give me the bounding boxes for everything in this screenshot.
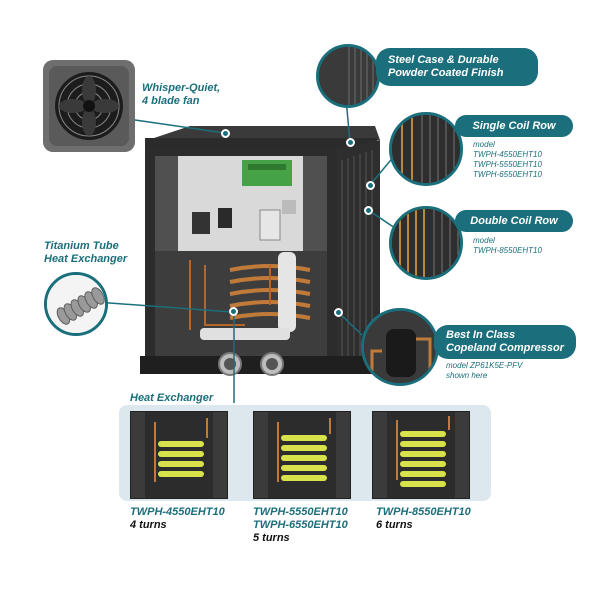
compressor-model-line: model ZP61K5E-PFV xyxy=(446,361,523,370)
heat-pump-unit xyxy=(140,126,385,376)
titanium-callout: Titanium Tube Heat Exchanger xyxy=(44,240,127,266)
titanium-line2: Heat Exchanger xyxy=(44,253,128,265)
single-coil-model-2: TWPH-5550EHT10 xyxy=(473,160,542,169)
variant-2-model-2: TWPH-6550EHT10 xyxy=(253,519,348,531)
coil-4-turns-icon xyxy=(145,412,213,498)
variant-2-model-1: TWPH-5550EHT10 xyxy=(253,506,348,518)
coil-panel-4-turns xyxy=(130,411,228,499)
heat-exchanger-dot xyxy=(229,307,238,316)
variant-2-turns: 5 turns xyxy=(253,532,290,544)
fan-callout: Whisper-Quiet, 4 blade fan xyxy=(142,82,220,108)
steel-case-line1: Steel Case & Durable xyxy=(388,54,499,66)
coil-5-turns-icon xyxy=(268,412,336,498)
single-coil-model-1: TWPH-4550EHT10 xyxy=(473,150,542,159)
variant-3-turns: 6 turns xyxy=(376,519,413,531)
titanium-circle xyxy=(44,272,108,336)
titanium-tube-icon xyxy=(47,275,105,333)
single-coil-dot xyxy=(366,181,375,190)
compressor-label: Best In Class Copeland Compressor xyxy=(434,325,576,359)
coil-panel-6-turns xyxy=(372,411,470,499)
steel-case-circle xyxy=(316,44,380,108)
fan-icon xyxy=(49,66,129,146)
variant-3-model: TWPH-8550EHT10 xyxy=(376,506,471,518)
steel-case-label: Steel Case & Durable Powder Coated Finis… xyxy=(376,48,538,86)
double-coil-title-text: Double Coil Row xyxy=(470,214,558,227)
compressor-circle xyxy=(361,308,439,386)
coil-6-turns-icon xyxy=(387,412,455,498)
single-coil-models: model TWPH-4550EHT10 TWPH-5550EHT10 TWPH… xyxy=(473,140,542,180)
compressor-line2: Copeland Compressor xyxy=(446,342,564,354)
fan-callout-line2: 4 blade fan xyxy=(142,95,200,107)
double-coil-title: Double Coil Row xyxy=(455,210,573,232)
single-coil-circle xyxy=(389,112,463,186)
fan-dot xyxy=(221,129,230,138)
fan-photo xyxy=(43,60,135,152)
single-coil-title-text: Single Coil Row xyxy=(472,119,556,132)
fan-callout-line1: Whisper-Quiet, xyxy=(142,82,221,94)
coil-panel-5-turns xyxy=(253,411,351,499)
variant-1-turns: 4 turns xyxy=(130,519,167,531)
coil-fins-icon xyxy=(392,115,460,183)
variant-1-model: TWPH-4550EHT10 xyxy=(130,506,225,518)
compressor-dot xyxy=(334,308,343,317)
single-coil-model-3: TWPH-6550EHT10 xyxy=(473,170,542,179)
titanium-line1: Titanium Tube xyxy=(44,240,119,252)
steel-case-line2: Powder Coated Finish xyxy=(388,67,504,79)
double-coil-model-1: TWPH-8550EHT10 xyxy=(473,246,542,255)
compressor-note: shown here xyxy=(446,371,488,380)
double-coil-dot xyxy=(364,206,373,215)
double-coil-circle xyxy=(389,206,463,280)
double-coil-model-label: model xyxy=(473,236,495,245)
compressor-model: model ZP61K5E-PFV shown here xyxy=(446,361,522,381)
steel-case-dot xyxy=(346,138,355,147)
heat-exchanger-title: Heat Exchanger xyxy=(130,392,214,404)
compressor-line1: Best In Class xyxy=(446,329,516,341)
double-coil-models: model TWPH-8550EHT10 xyxy=(473,236,542,256)
single-coil-title: Single Coil Row xyxy=(455,115,573,137)
single-coil-model-label: model xyxy=(473,140,495,149)
